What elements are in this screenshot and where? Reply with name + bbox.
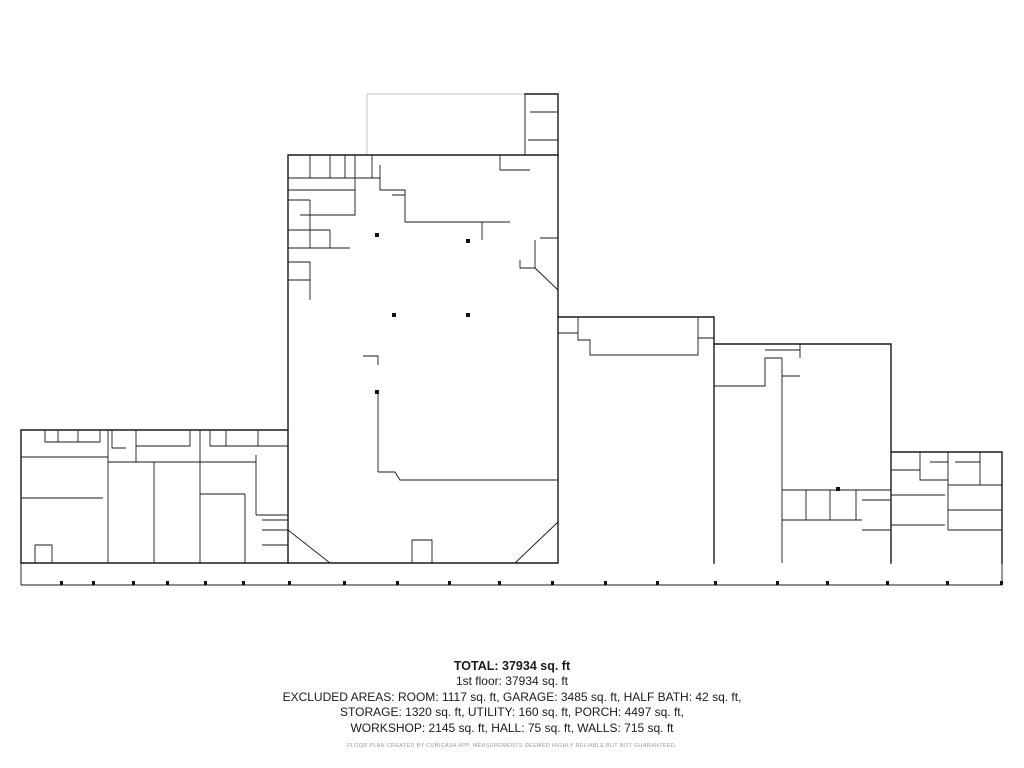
far-right-wing [890,451,1003,564]
center-right-building [557,316,715,564]
area-summary: TOTAL: 37934 sq. ft 1st floor: 37934 sq.… [0,659,1024,736]
right-building [713,343,892,564]
excluded-areas-line-1: EXCLUDED AREAS: ROOM: 1117 sq. ft, GARAG… [282,689,742,704]
porch-outline [366,93,525,155]
porch-strip [20,563,1003,586]
disclaimer: FLOOR PLAN CREATED BY CUBICASA APP. MEAS… [347,743,677,749]
main-building [287,93,559,564]
excluded-areas-line-2: STORAGE: 1320 sq. ft, UTILITY: 160 sq. f… [340,705,684,720]
left-wing [20,429,289,564]
total-area: TOTAL: 37934 sq. ft [453,659,571,673]
excluded-areas-line-3: WORKSHOP: 2145 sq. ft, HALL: 75 sq. ft, … [350,720,674,735]
floor-plan [20,93,1003,586]
floor-area: 1st floor: 37934 sq. ft [455,674,569,689]
